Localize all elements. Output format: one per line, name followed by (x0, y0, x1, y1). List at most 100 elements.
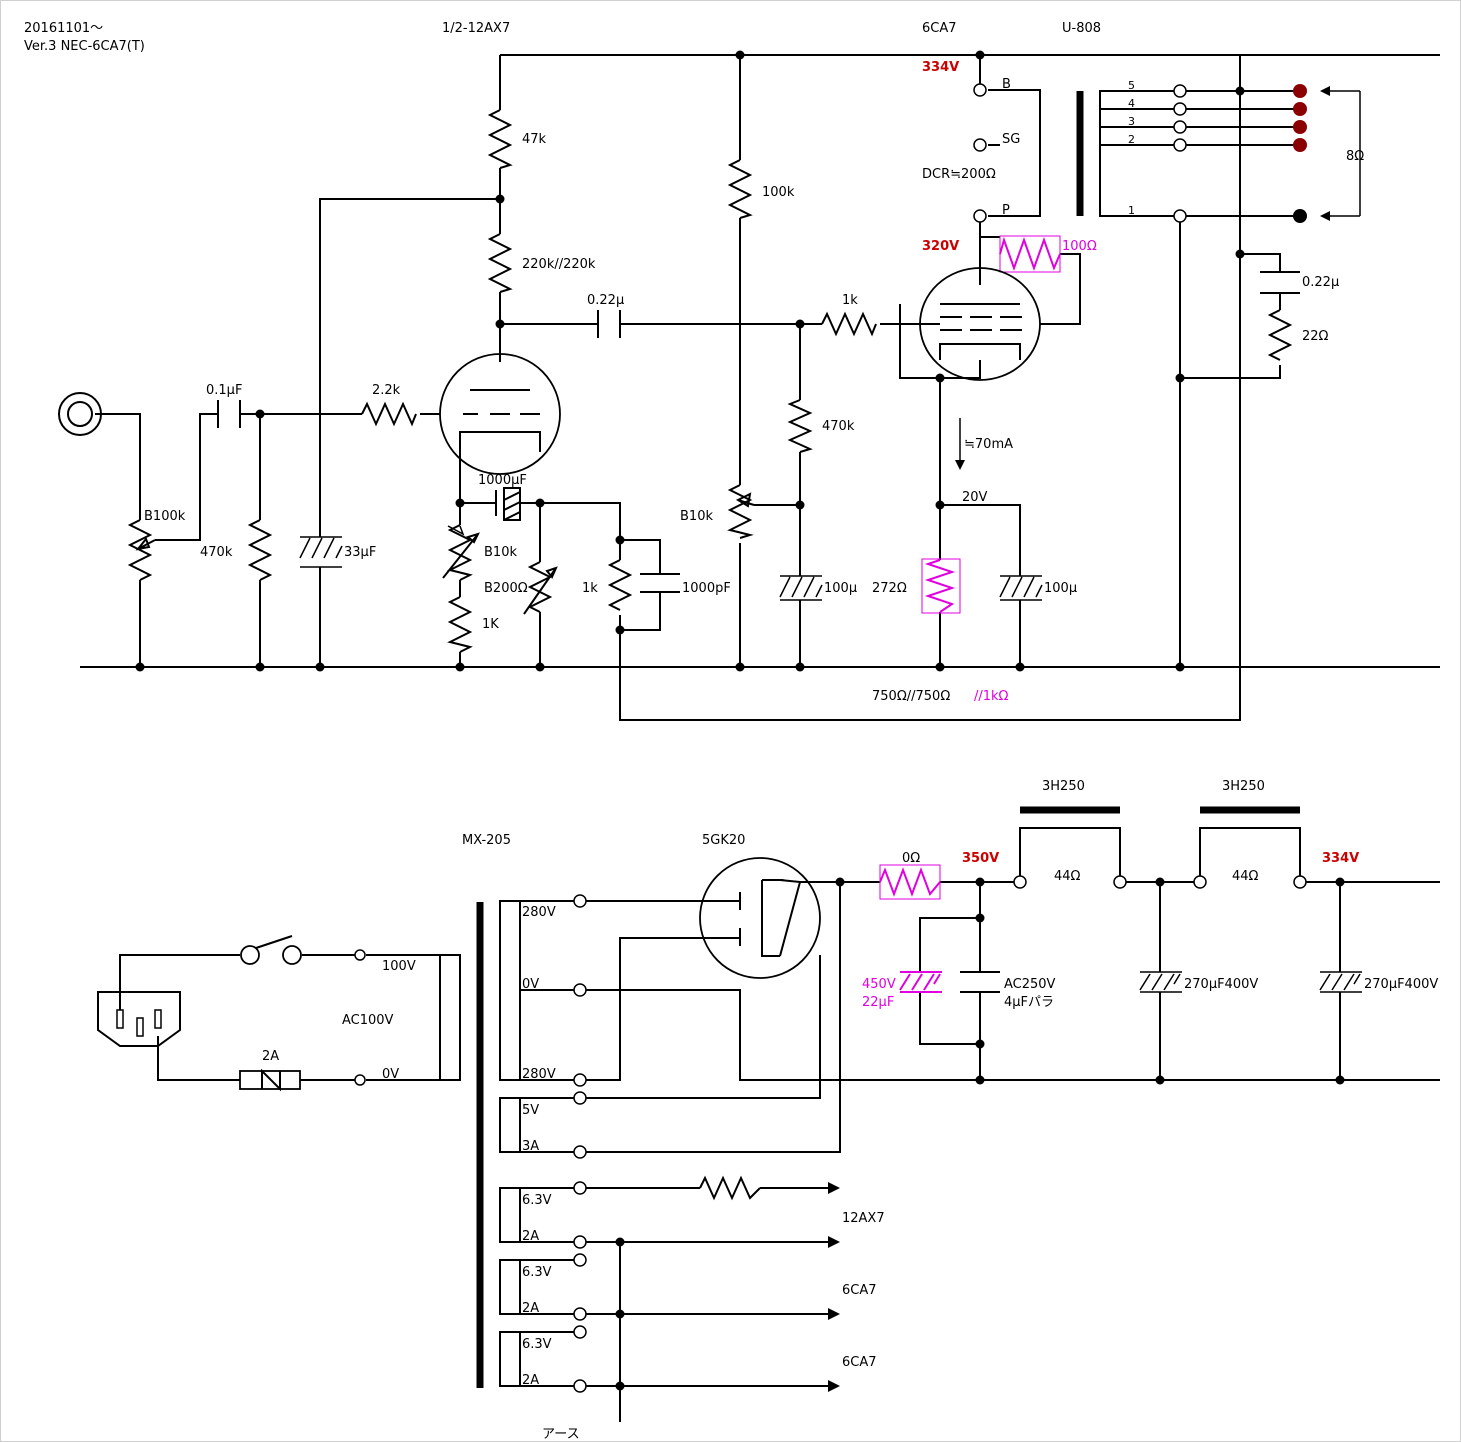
label-speaker-impedance: 8Ω (1346, 149, 1364, 164)
resistor-heater (699, 1175, 761, 1201)
psu-components (699, 857, 1362, 1201)
amp-capacitors (217, 271, 1300, 601)
cap-450v (899, 971, 942, 993)
preamp-tube-label: 1/2-12AX7 (442, 21, 510, 36)
label-tap-2a-c: 2A (522, 1373, 539, 1388)
resistor-1k-cathode (447, 596, 473, 653)
amp-junctions (135, 50, 1245, 672)
cap-0.22u-coupling (597, 310, 621, 338)
cap-0.1u-input (217, 400, 241, 428)
label-tap-5: 5 (1128, 79, 1135, 92)
label-c-coupling: 0.22μ (587, 293, 624, 308)
label-primary-0: 0V (382, 1067, 399, 1082)
pot-wipers (135, 492, 755, 615)
resistor-272 (924, 559, 956, 613)
label-tap-6v3-a: 6.3V (522, 1193, 552, 1208)
label-heater-6ca7-a: 6CA7 (842, 1283, 877, 1298)
label-vr-b10k-a: B10k (484, 545, 517, 560)
label-vr-b10k-b: B10k (680, 509, 713, 524)
label-c1000p: 1000pF (682, 581, 731, 596)
cap-1000p (640, 573, 680, 593)
label-psu-out: 334V (1322, 851, 1359, 866)
label-r272: 272Ω (872, 581, 907, 596)
label-tap-3: 3 (1128, 115, 1135, 128)
label-r470k-grid: 470k (822, 419, 855, 434)
label-mains: AC100V (342, 1013, 394, 1028)
label-c450v: 450V (862, 977, 896, 992)
label-fuse: 2A (262, 1049, 279, 1064)
label-tap-6v3-b: 6.3V (522, 1265, 552, 1280)
resistor-470k-grid (787, 399, 813, 453)
resistor-220k (487, 233, 513, 293)
cap-270u-a (1139, 971, 1182, 993)
vr-b100k (127, 519, 153, 581)
label-c22u: 22μF (862, 995, 894, 1010)
label-c1000u: 1000μF (478, 473, 527, 488)
power-tube-label: 6CA7 (922, 21, 957, 36)
label-r100k: 100k (762, 185, 795, 200)
label-tap-0v: 0V (522, 977, 539, 992)
current-and-speaker-arrows (955, 86, 1330, 470)
resistor-1k-nfb (607, 559, 633, 611)
tube-12ax7 (439, 353, 561, 475)
label-r-grid-stop: 1k (842, 293, 858, 308)
amp-resistors (127, 109, 1293, 653)
label-c4u: 4μFパラ (1004, 995, 1054, 1010)
resistor-100k (727, 159, 753, 219)
resistor-272-box (921, 558, 961, 614)
label-c-zobel: 0.22μ (1302, 275, 1339, 290)
label-r1k-cathode: 1K (482, 617, 499, 632)
label-choke1: 3H250 (1042, 779, 1085, 794)
cap-0.22u-zobel (1260, 271, 1300, 294)
label-c-input: 0.1μF (206, 383, 242, 398)
resistor-22-zobel (1267, 309, 1293, 361)
label-heater-12ax7: 12AX7 (842, 1211, 885, 1226)
cap-33u (299, 536, 343, 568)
vr-b200 (527, 561, 553, 613)
output-transformer-label: U-808 (1062, 21, 1101, 36)
label-nfb-extra: //1kΩ (974, 689, 1009, 704)
psu-terminals (354, 875, 1345, 1393)
amp-wiring (80, 54, 1440, 721)
label-vr-b200: B200Ω (484, 581, 528, 596)
label-tap-5v: 5V (522, 1103, 539, 1118)
resistor-470k-input (247, 519, 273, 581)
cap-100u-a (779, 575, 823, 601)
label-current: ≒70mA (964, 437, 1013, 452)
label-dcr1: 44Ω (1054, 869, 1081, 884)
label-tap-2a-b: 2A (522, 1301, 539, 1316)
label-tap-280a: 280V (522, 905, 556, 920)
label-r1k-nfb: 1k (582, 581, 598, 596)
label-rect-out: 350V (962, 851, 999, 866)
label-dcr2: 44Ω (1232, 869, 1259, 884)
resistor-47k (487, 109, 513, 169)
label-rectifier: 5GK20 (702, 833, 745, 848)
resistor-100-screen (999, 236, 1061, 271)
label-heater-6ca7-b: 6CA7 (842, 1355, 877, 1370)
vr-b10k-a (447, 524, 473, 581)
psu-wiring (97, 806, 1440, 1422)
label-r-screen: 100Ω (1062, 239, 1097, 254)
cap-270u-b (1319, 971, 1362, 993)
label-r0: 0Ω (902, 851, 920, 866)
label-c33: 33μF (344, 545, 376, 560)
resistor-100-screen-box (999, 235, 1061, 273)
label-cac250: AC250V (1004, 977, 1056, 992)
resistor-1k-grid (821, 311, 877, 337)
label-tap-280b: 280V (522, 1067, 556, 1082)
label-pin-sg: SG (1002, 132, 1020, 147)
label-cathode-voltage: 20V (962, 490, 988, 505)
revision-date: 20161101～ (24, 21, 103, 36)
input-jack-icon (58, 392, 102, 436)
label-c100u-b: 100μ (1044, 581, 1077, 596)
label-dcr: DCR≒200Ω (922, 167, 996, 182)
label-tap-2: 2 (1128, 133, 1135, 146)
label-psu-transformer: MX-205 (462, 833, 511, 848)
label-vr-volume: B100k (144, 509, 186, 524)
label-r47k: 47k (522, 132, 547, 147)
label-plate-voltage: 320V (922, 239, 959, 254)
label-r-input-grid: 2.2k (372, 383, 401, 398)
cap-1000u (495, 487, 521, 521)
label-nfb: 750Ω//750Ω (872, 689, 950, 704)
